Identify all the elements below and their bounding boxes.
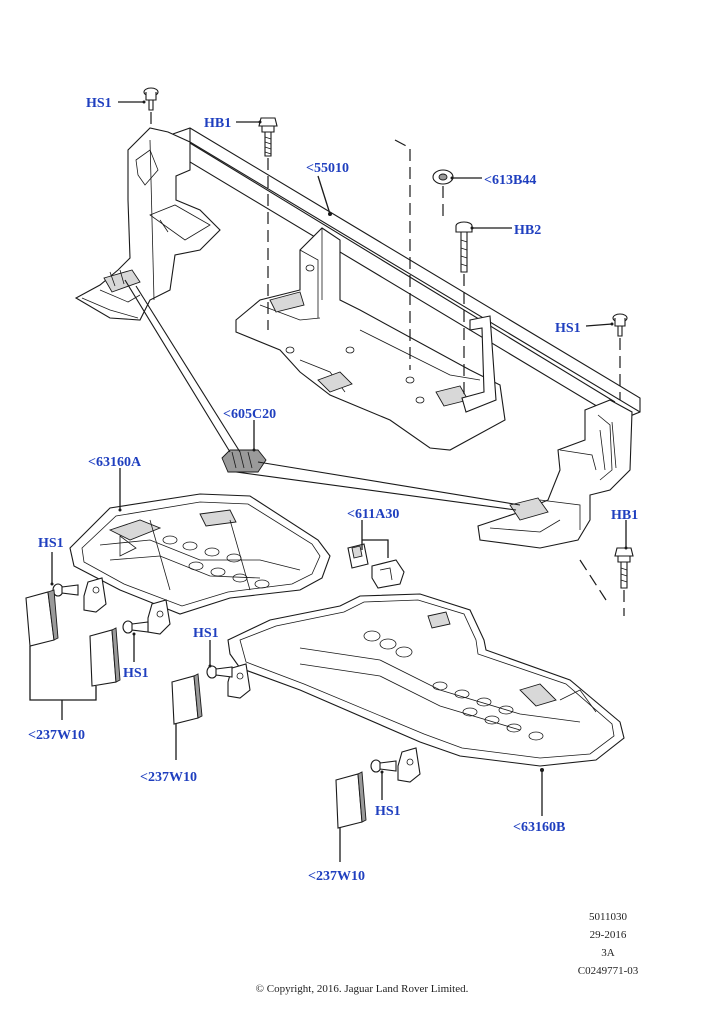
- revision: 3A: [601, 947, 615, 959]
- bolt-hs1-right: [612, 313, 628, 337]
- label-63160b: <63160B: [513, 820, 565, 835]
- label-237w10-bottom: <237W10: [308, 869, 365, 884]
- bolt-hs1-top: [143, 87, 159, 111]
- label-613b44: <613B44: [484, 173, 536, 188]
- label-hb1-top: HB1: [204, 116, 231, 131]
- ref-number: 5011030: [588, 911, 628, 923]
- label-hs1-left: HS1: [38, 536, 64, 551]
- screw-hs1-mid-lower: [206, 665, 233, 679]
- floor-tray-63160a: [69, 493, 331, 635]
- seat-frame-crossmember: [74, 127, 641, 549]
- date-code: 29-2016: [589, 929, 627, 941]
- assembly-dashed-lines: [150, 112, 625, 616]
- label-hs1-mid-lower: HS1: [123, 666, 149, 681]
- floor-tray-63160b: [227, 593, 625, 783]
- pad-237w10-1: [25, 589, 59, 647]
- illustration-info: 5011030 29-2016 3A C0249771-03: [568, 908, 648, 980]
- clips-611a30: [347, 543, 405, 589]
- screw-hs1-bottom: [370, 759, 397, 773]
- bolt-hb2: [455, 221, 473, 273]
- pad-237w10-4: [335, 771, 367, 829]
- label-237w10-mid: <237W10: [140, 770, 197, 785]
- label-611a30: <611A30: [347, 507, 399, 522]
- screw-hs1-left: [52, 583, 79, 597]
- nut-613b44: [432, 169, 454, 185]
- label-hs1-right: HS1: [555, 321, 581, 336]
- leader-lines: [29, 100, 628, 862]
- pad-237w10-3: [171, 673, 203, 725]
- latch-605c20: [221, 449, 267, 473]
- label-605c20: <605C20: [223, 407, 276, 422]
- copyright-notice: © Copyright, 2016. Jaguar Land Rover Lim…: [255, 983, 469, 995]
- pad-237w10-2: [89, 627, 121, 687]
- label-hs1-mid-upper: HS1: [193, 626, 219, 641]
- label-hb2: HB2: [514, 223, 541, 238]
- image-code: C0249771-03: [577, 965, 639, 977]
- label-hs1-bottom: HS1: [375, 804, 401, 819]
- bolt-hb1-right: [614, 547, 634, 589]
- label-55010: <55010: [306, 161, 349, 176]
- label-237w10-left: <237W10: [28, 728, 85, 743]
- label-hs1-top: HS1: [86, 96, 112, 111]
- screw-hs1-mid-upper: [122, 620, 149, 634]
- label-hb1-right: HB1: [611, 508, 638, 523]
- label-63160a: <63160A: [88, 455, 142, 470]
- bolt-hb1-top: [258, 117, 278, 157]
- callout-labels: HS1 HB1 <55010 <613B44 HB2 HS1 <605C20 <…: [28, 96, 638, 884]
